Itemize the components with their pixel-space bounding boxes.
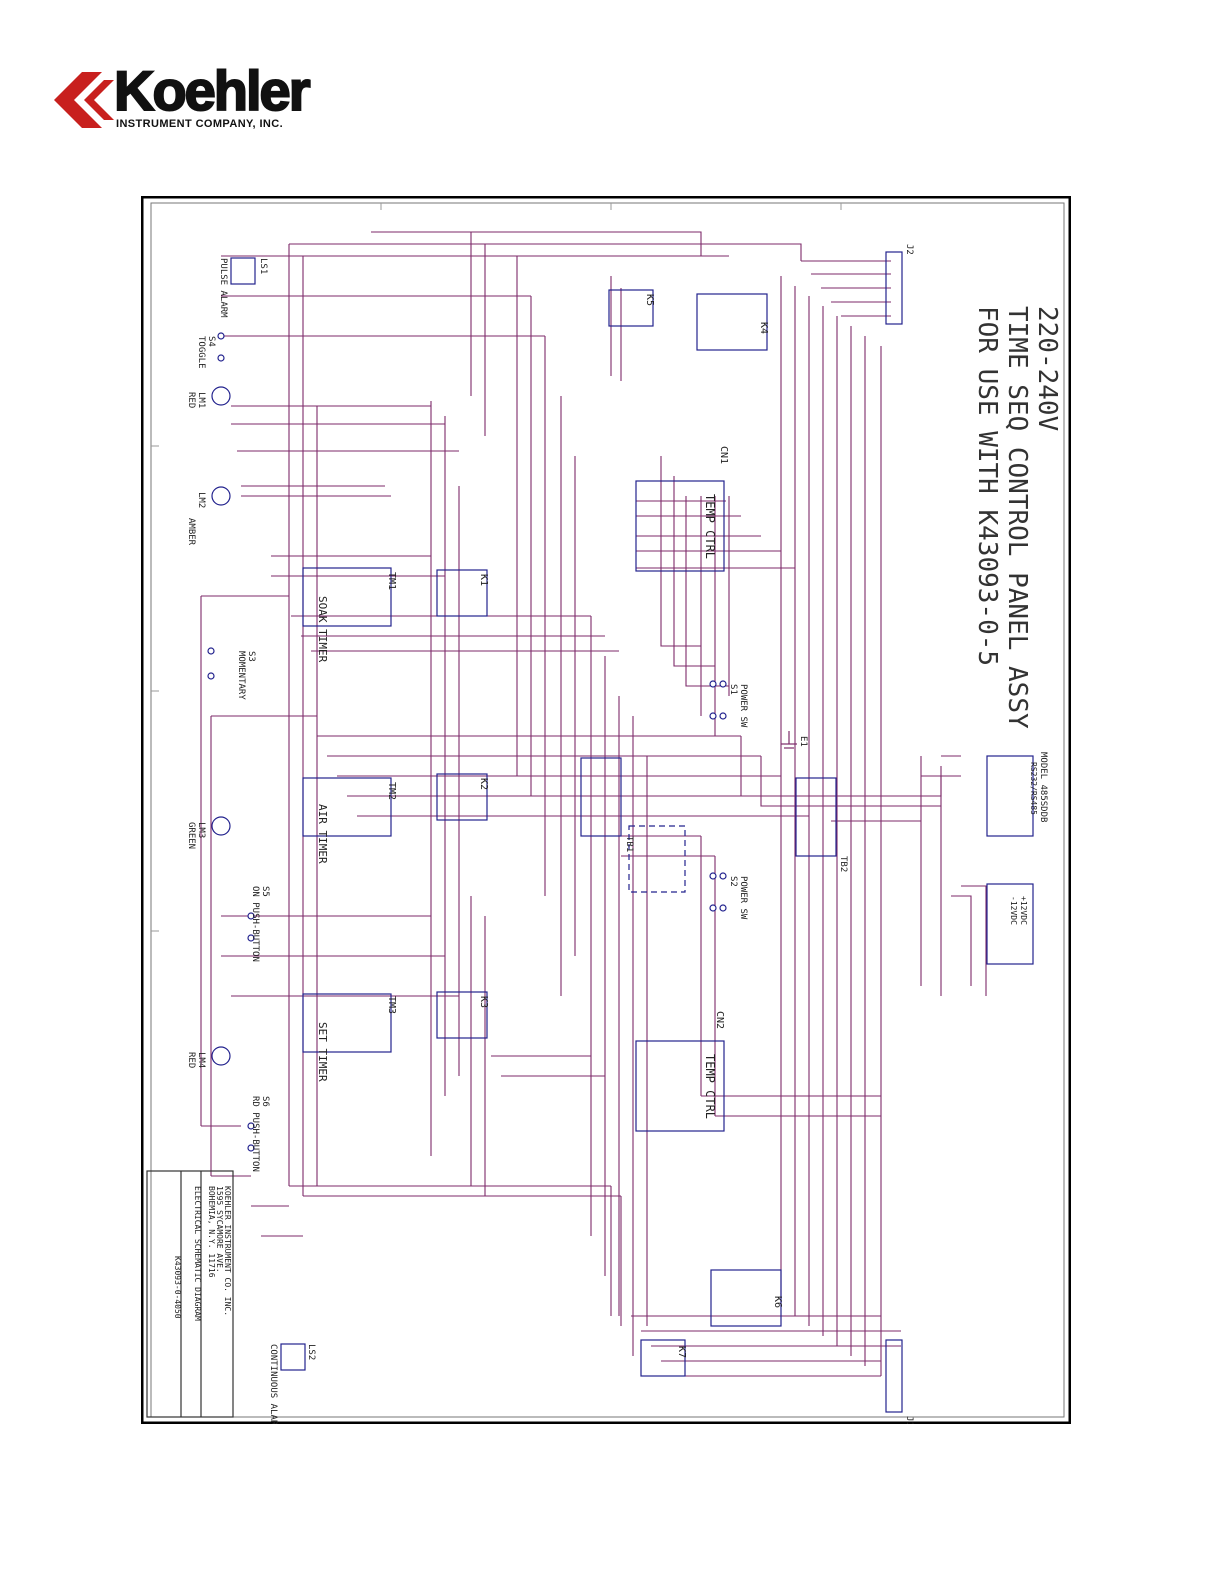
alarm-ls1-label: PULSE ALARM xyxy=(218,258,228,318)
lamp-lm1-label: RED xyxy=(186,392,196,408)
timer-soak-ref: TM1 xyxy=(386,572,397,590)
lamp-lm3-label: GREEN xyxy=(186,822,196,849)
cn2-label: TEMP CTRL xyxy=(703,1054,717,1119)
timer-air xyxy=(302,777,392,837)
terminal-block-tb1 xyxy=(580,757,622,837)
terminal-block-tb2 xyxy=(795,777,837,857)
title-block-address-1: 1595 SYCAMORE AVE. xyxy=(215,1186,224,1273)
switch-s5-label: ON PUSH-BUTTON xyxy=(250,886,260,962)
switch-s3-ref: S3 xyxy=(246,651,256,662)
timer-set-ref: TM3 xyxy=(386,996,397,1014)
lamp-lm4-ref: LM4 xyxy=(196,1052,206,1068)
cn2-ref: CN2 xyxy=(714,1011,725,1029)
connector-j1 xyxy=(885,1339,903,1413)
terminal-block-tb1-ref: TB1 xyxy=(624,836,634,852)
lamp-lm1 xyxy=(211,386,231,406)
lamp-lm2 xyxy=(211,486,231,506)
relay-k4-ref: K4 xyxy=(758,322,769,334)
koehler-logo: Koehler INSTRUMENT COMPANY, INC. xyxy=(52,58,322,132)
switch-s4-label: TOGGLE xyxy=(196,336,206,369)
relay-k3 xyxy=(436,991,488,1039)
fuse-block xyxy=(628,825,686,893)
switch-s5-ref: S5 xyxy=(260,886,270,897)
relay-k7 xyxy=(640,1339,686,1377)
lamp-lm2-label: AMBER xyxy=(186,518,196,546)
schematic-sheet: FOR USE WITH K43093-0-5 TIME SEQ CONTROL… xyxy=(141,196,1071,1424)
switch-s2-label: POWER SW xyxy=(738,876,748,920)
relay-k5-ref: K5 xyxy=(644,294,655,306)
switch-s2-ref: S2 xyxy=(728,876,738,887)
sheet-inner-border xyxy=(150,202,1065,1418)
module-line-1: RS232/RS485 xyxy=(1029,762,1038,815)
connector-j2-ref: J2 xyxy=(904,244,914,255)
sheet-border xyxy=(141,196,1071,1424)
timer-air-ref: TM2 xyxy=(386,782,397,800)
terminal-block-tb2-ref: TB2 xyxy=(838,856,848,872)
relay-k6-ref: K6 xyxy=(772,1296,783,1308)
cn1-label: TEMP CTRL xyxy=(703,494,717,559)
relay-k7-ref: K7 xyxy=(676,1346,687,1358)
relay-k2 xyxy=(436,773,488,821)
title-block-company: KOEHLER INSTRUMENT CO. INC. xyxy=(223,1186,232,1316)
relay-k6 xyxy=(710,1269,782,1327)
switch-s6-ref: S6 xyxy=(260,1096,270,1107)
logo-brand: Koehler xyxy=(113,58,311,123)
cn1-ref: CN1 xyxy=(718,446,729,464)
alarm-ls2-label: CONTINUOUS ALARM xyxy=(268,1344,278,1424)
switch-s3-label: MOMENTARY xyxy=(236,651,246,700)
lamp-lm2-ref: LM2 xyxy=(196,492,206,508)
timer-soak xyxy=(302,567,392,627)
note-line-3: 220-240V xyxy=(1032,306,1062,431)
alarm-ls1-ref: LS1 xyxy=(258,258,268,274)
alarm-ls2-ref: LS2 xyxy=(306,1344,316,1360)
temp-controller-cn2 xyxy=(635,1040,725,1132)
switch-s4-ref: S4 xyxy=(206,336,216,347)
switch-s1-label: POWER SW xyxy=(738,684,748,728)
module-line-2: +12VDC xyxy=(1019,896,1028,925)
relay-k3-ref: K3 xyxy=(478,996,489,1008)
ground-ref: E1 xyxy=(798,736,808,747)
logo-subtitle: INSTRUMENT COMPANY, INC. xyxy=(116,118,284,130)
relay-k5 xyxy=(608,289,654,327)
module-title: MODEL 485SDDB xyxy=(1038,752,1048,822)
switches xyxy=(207,332,727,1152)
relay-k1-ref: K1 xyxy=(478,574,489,586)
note-line-2: TIME SEQ CONTROL PANEL ASSY xyxy=(1002,306,1032,729)
alarm-ls2 xyxy=(280,1343,306,1371)
power-supply-module xyxy=(986,883,1034,965)
lamp-lm1-ref: LM1 xyxy=(196,392,206,408)
koehler-chevron-icon xyxy=(54,72,114,128)
components xyxy=(146,251,1034,1418)
connector-j2 xyxy=(885,251,903,325)
lamp-lm3 xyxy=(211,816,231,836)
module-rs232 xyxy=(986,755,1034,837)
relay-k4 xyxy=(696,293,768,351)
relay-k2-ref: K2 xyxy=(478,778,489,790)
alarm-ls1 xyxy=(230,257,256,285)
lamp-lm3-ref: LM3 xyxy=(196,822,206,838)
relay-k1 xyxy=(436,569,488,617)
wiring xyxy=(200,231,987,1377)
switch-s6-label: RD PUSH-BUTTON xyxy=(250,1096,260,1172)
switch-s1-ref: S1 xyxy=(728,684,738,695)
lamp-lm4 xyxy=(211,1046,231,1066)
timer-soak-label: SOAK TIMER xyxy=(316,596,329,663)
timer-air-label: AIR TIMER xyxy=(316,804,329,864)
note-text-block: FOR USE WITH K43093-0-5 TIME SEQ CONTROL… xyxy=(972,306,1062,729)
title-block-title: ELECTRICAL SCHEMATIC DIAGRAM xyxy=(193,1186,202,1321)
ground-symbol xyxy=(781,731,797,749)
module-line-3: -12VDC xyxy=(1009,896,1018,925)
schematic-diagram: FOR USE WITH K43093-0-5 TIME SEQ CONTROL… xyxy=(141,196,1071,1424)
title-block-address-2: BOHEMIA, N.Y. 11716 xyxy=(207,1186,216,1278)
timer-set-label: SET TIMER xyxy=(316,1022,329,1082)
timer-set xyxy=(302,993,392,1053)
title-block xyxy=(146,1170,234,1418)
temp-controller-cn1 xyxy=(635,480,725,572)
note-line-1: FOR USE WITH K43093-0-5 xyxy=(972,306,1002,666)
lamp-lm4-label: RED xyxy=(186,1052,196,1068)
connector-j1-ref: J1 xyxy=(904,1416,914,1424)
title-block-number: K43093-0-4050 xyxy=(173,1256,182,1319)
